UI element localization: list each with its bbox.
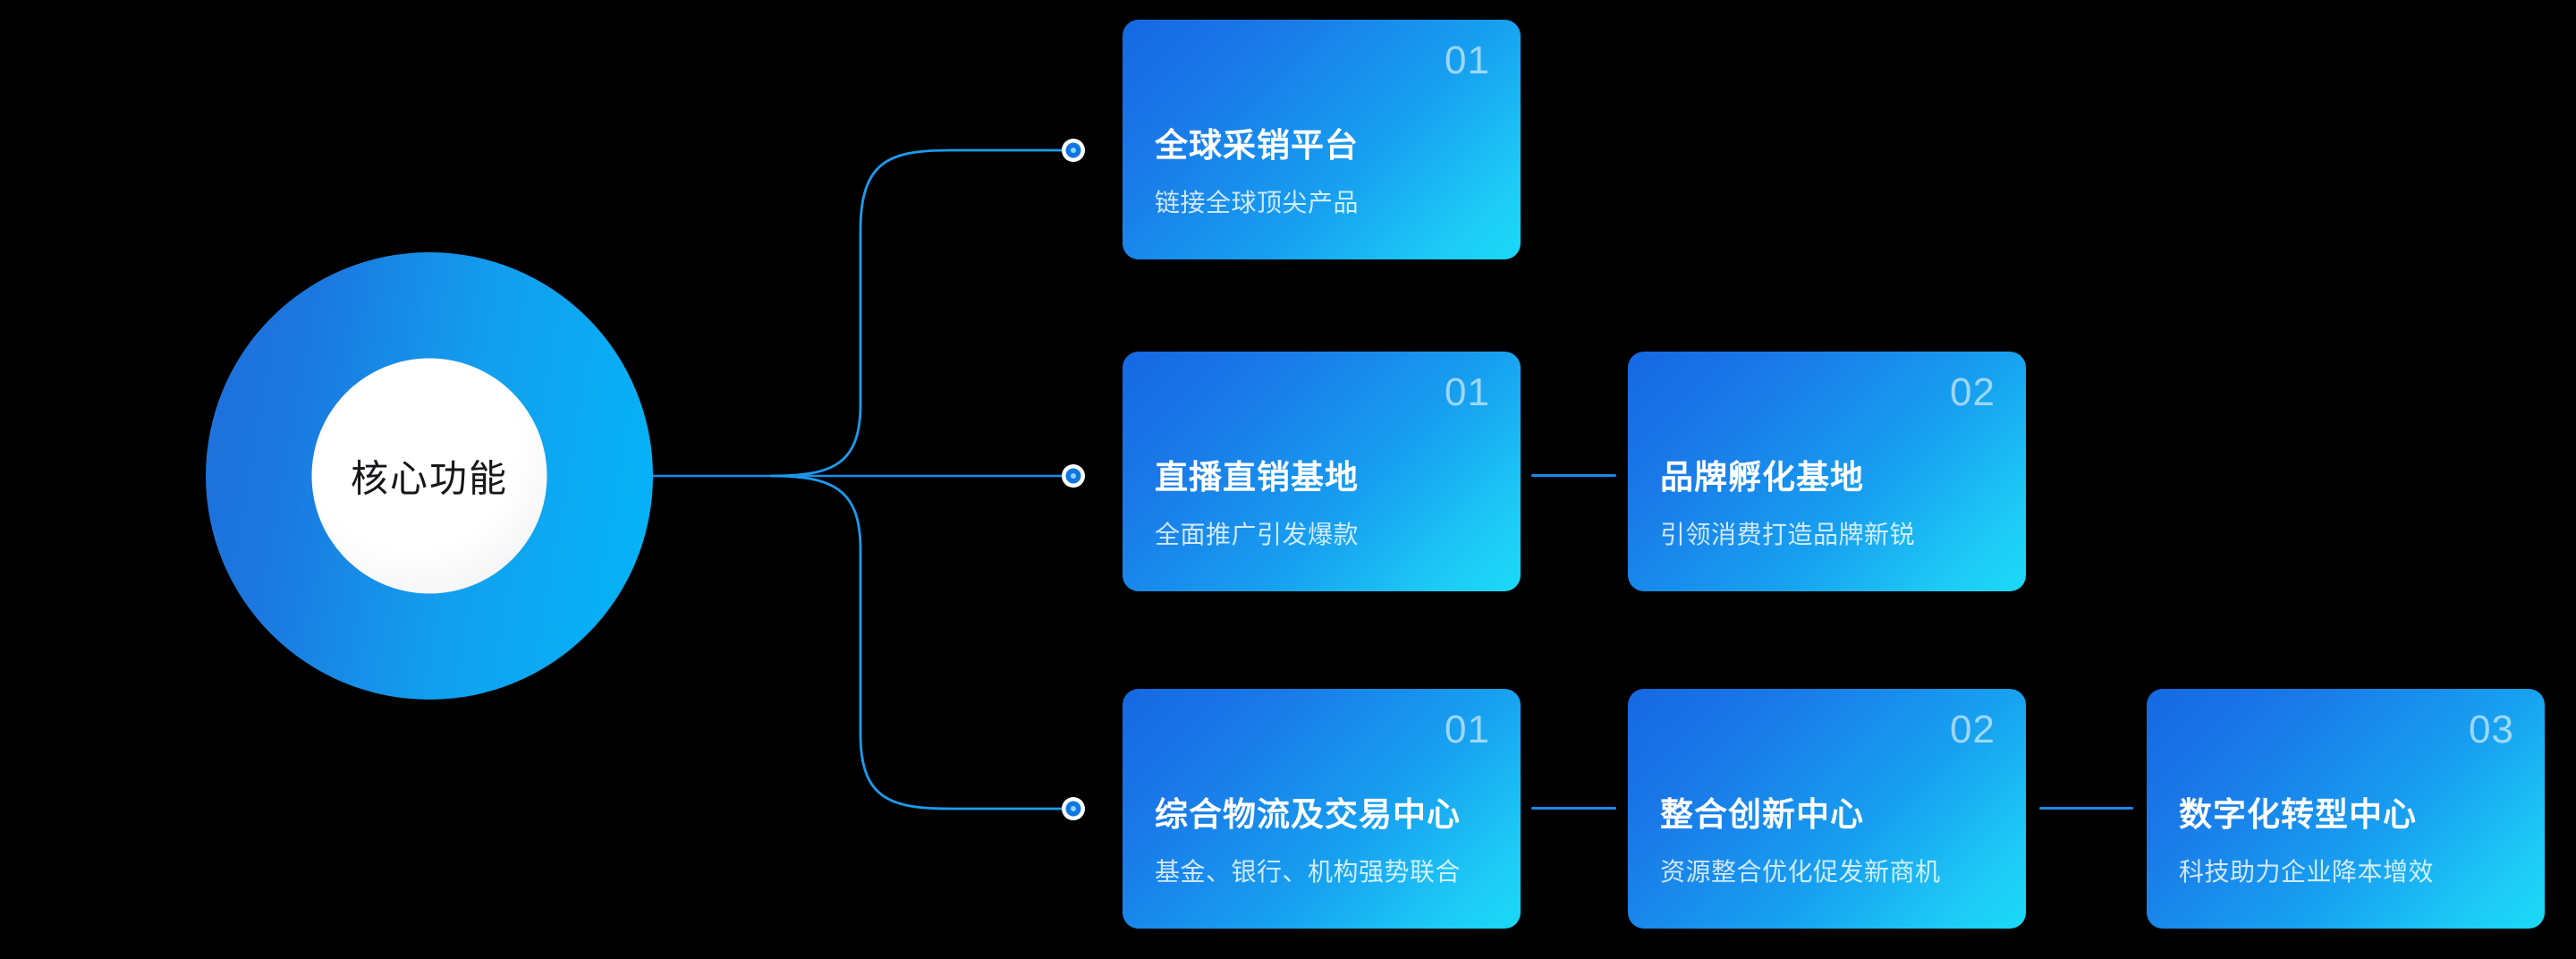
branch-line-down (770, 474, 1064, 810)
sibling-link-row2-1to2 (1531, 474, 1616, 477)
card-title: 品牌孵化基地 (1660, 459, 1864, 496)
card-number: 01 (1445, 370, 1490, 414)
card-subtitle: 引领消费打造品牌新锐 (1660, 521, 1916, 548)
card-number: 01 (1445, 708, 1490, 751)
card-number: 03 (2469, 708, 2514, 751)
sibling-link-row3-2to3 (2039, 807, 2133, 810)
card-branch3-item1[interactable]: 01 综合物流及交易中心 基金、银行、机构强势联合 (1123, 689, 1521, 929)
card-branch1-item1[interactable]: 01 全球采销平台 链接全球顶尖产品 (1123, 20, 1521, 259)
card-subtitle: 全面推广引发爆款 (1155, 521, 1360, 548)
branch-endpoint-dot-2 (1062, 464, 1085, 488)
central-hub[interactable]: 核心功能 (206, 252, 653, 700)
branch-endpoint-dot-3 (1062, 797, 1085, 820)
central-hub-inner: 核心功能 (311, 358, 547, 594)
card-title: 综合物流及交易中心 (1155, 796, 1461, 833)
card-subtitle: 基金、银行、机构强势联合 (1155, 858, 1462, 886)
card-number: 02 (1950, 370, 1996, 414)
sibling-link-row3-1to2 (1531, 807, 1616, 810)
card-branch2-item2[interactable]: 02 品牌孵化基地 引领消费打造品牌新锐 (1628, 352, 2026, 591)
card-number: 01 (1445, 38, 1490, 82)
card-title: 全球采销平台 (1155, 127, 1359, 164)
card-subtitle: 链接全球顶尖产品 (1155, 189, 1360, 216)
central-hub-label: 核心功能 (350, 457, 508, 500)
card-subtitle: 科技助力企业降本增效 (2179, 858, 2435, 886)
card-branch3-item2[interactable]: 02 整合创新中心 资源整合优化促发新商机 (1628, 689, 2026, 929)
card-branch3-item3[interactable]: 03 数字化转型中心 科技助力企业降本增效 (2147, 689, 2545, 929)
card-title: 直播直销基地 (1155, 459, 1359, 496)
card-number: 02 (1950, 708, 1996, 751)
branch-endpoint-dot-1 (1062, 139, 1085, 162)
card-branch2-item1[interactable]: 01 直播直销基地 全面推广引发爆款 (1123, 352, 1521, 591)
card-title: 整合创新中心 (1660, 796, 1864, 833)
branch-line-up (770, 149, 1064, 478)
card-subtitle: 资源整合优化促发新商机 (1660, 858, 1941, 886)
card-title: 数字化转型中心 (2179, 796, 2417, 833)
